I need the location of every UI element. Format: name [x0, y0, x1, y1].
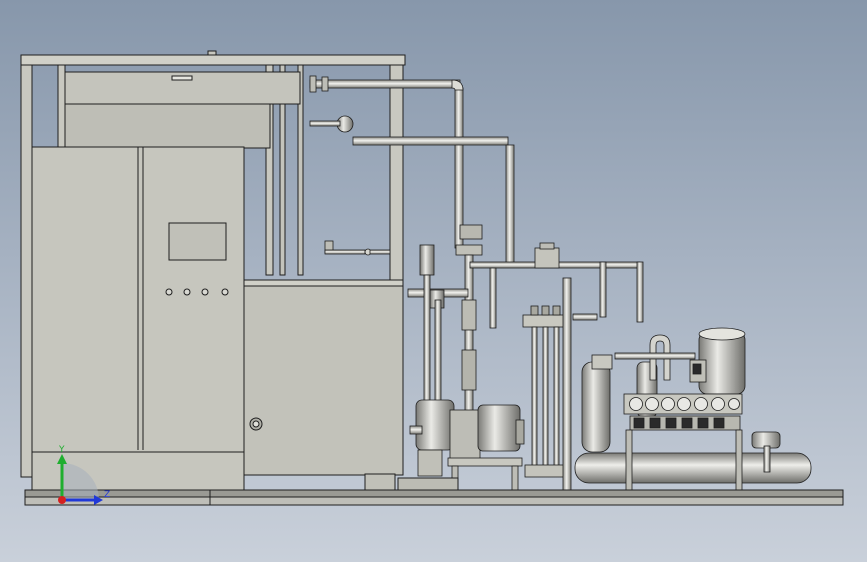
upper-piping [309, 75, 515, 266]
valve-cluster [407, 224, 644, 476]
triad-plane [62, 463, 99, 500]
indicator-light [221, 288, 229, 296]
display-panel [168, 222, 227, 261]
y-axis-head [57, 454, 67, 464]
x-axis-dot [58, 496, 66, 504]
flow-manifold [522, 277, 598, 491]
indicator-light [183, 288, 191, 296]
indicator-light [201, 288, 209, 296]
orientation-triad[interactable]: Y Z [57, 445, 110, 505]
centrifugal-pump [409, 399, 525, 491]
base-skid [24, 473, 844, 506]
z-axis-label: Z [104, 490, 110, 500]
indicator-light [165, 288, 173, 296]
refrigeration-unit [574, 327, 812, 491]
equipment-frame [20, 50, 406, 478]
z-axis-head [94, 495, 103, 505]
electrical-cabinet [31, 146, 245, 492]
y-axis-label: Y [58, 445, 65, 455]
